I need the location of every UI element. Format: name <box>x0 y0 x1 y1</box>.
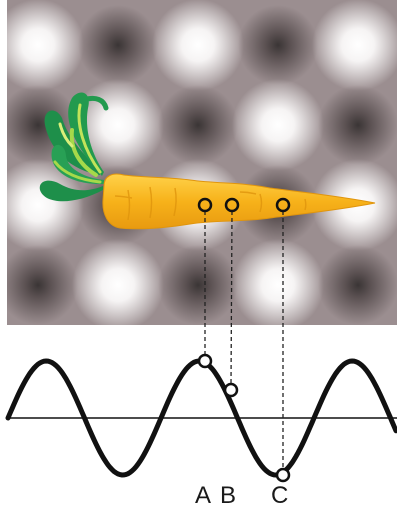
wave-marker-a <box>199 355 211 367</box>
dark-blob <box>158 245 238 325</box>
dark-blob <box>78 5 158 85</box>
light-blob <box>232 79 324 171</box>
label-a: A <box>195 484 211 508</box>
waveform <box>7 361 397 475</box>
dark-blob <box>0 245 78 325</box>
wave-marker-b <box>225 384 237 396</box>
dark-blob <box>238 5 318 85</box>
dark-blob <box>318 85 397 165</box>
label-c: C <box>271 484 288 508</box>
light-blob <box>72 239 164 331</box>
wave-marker-c <box>277 469 289 481</box>
light-blob <box>152 0 244 91</box>
dark-blob <box>318 245 397 325</box>
light-blob <box>232 239 324 331</box>
dark-blob <box>158 85 238 165</box>
label-b: B <box>220 484 236 508</box>
